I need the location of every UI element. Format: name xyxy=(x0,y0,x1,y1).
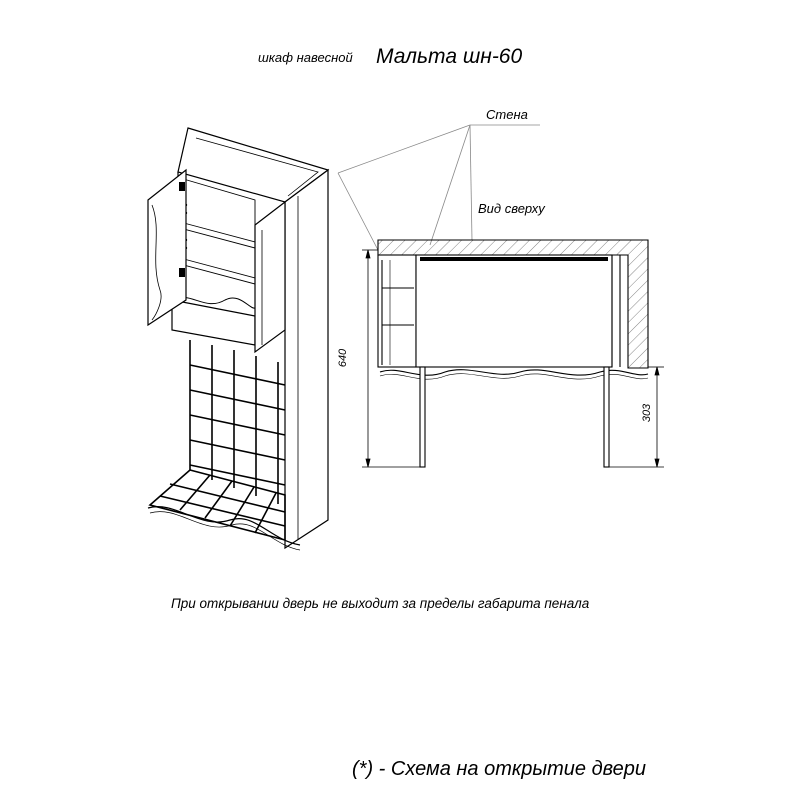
dimension-640 xyxy=(362,249,425,468)
hinges-left xyxy=(179,182,185,277)
wall-tiles xyxy=(189,340,286,504)
door-note: При открывании дверь не выходит за преде… xyxy=(171,596,590,611)
label-wall: Стена xyxy=(486,107,528,122)
dimension-303-label: 303 xyxy=(641,403,654,423)
plan-cabinet-body xyxy=(415,254,613,368)
dimension-640-label: 640 xyxy=(337,348,350,368)
cabinet-3d-view xyxy=(147,127,330,551)
label-top-view: Вид сверху xyxy=(478,201,545,216)
floor-tiles xyxy=(148,469,286,542)
cabinet-side-panel xyxy=(284,168,329,550)
plan-shelf-column xyxy=(377,254,417,368)
title-model: Мальта шн-60 xyxy=(376,45,523,68)
cabinet-door-right xyxy=(254,200,286,354)
plan-door-left xyxy=(419,366,426,468)
leader-lines xyxy=(337,124,540,251)
dimension-303 xyxy=(609,366,664,468)
legend-text: (*) - Схема на открытие двери xyxy=(352,758,647,780)
top-view-plan xyxy=(362,239,664,468)
floor-edge xyxy=(147,506,301,546)
cabinet-door-left xyxy=(147,168,187,327)
title-prefix: шкаф навесной xyxy=(258,50,353,65)
plan-door-right xyxy=(603,366,610,468)
